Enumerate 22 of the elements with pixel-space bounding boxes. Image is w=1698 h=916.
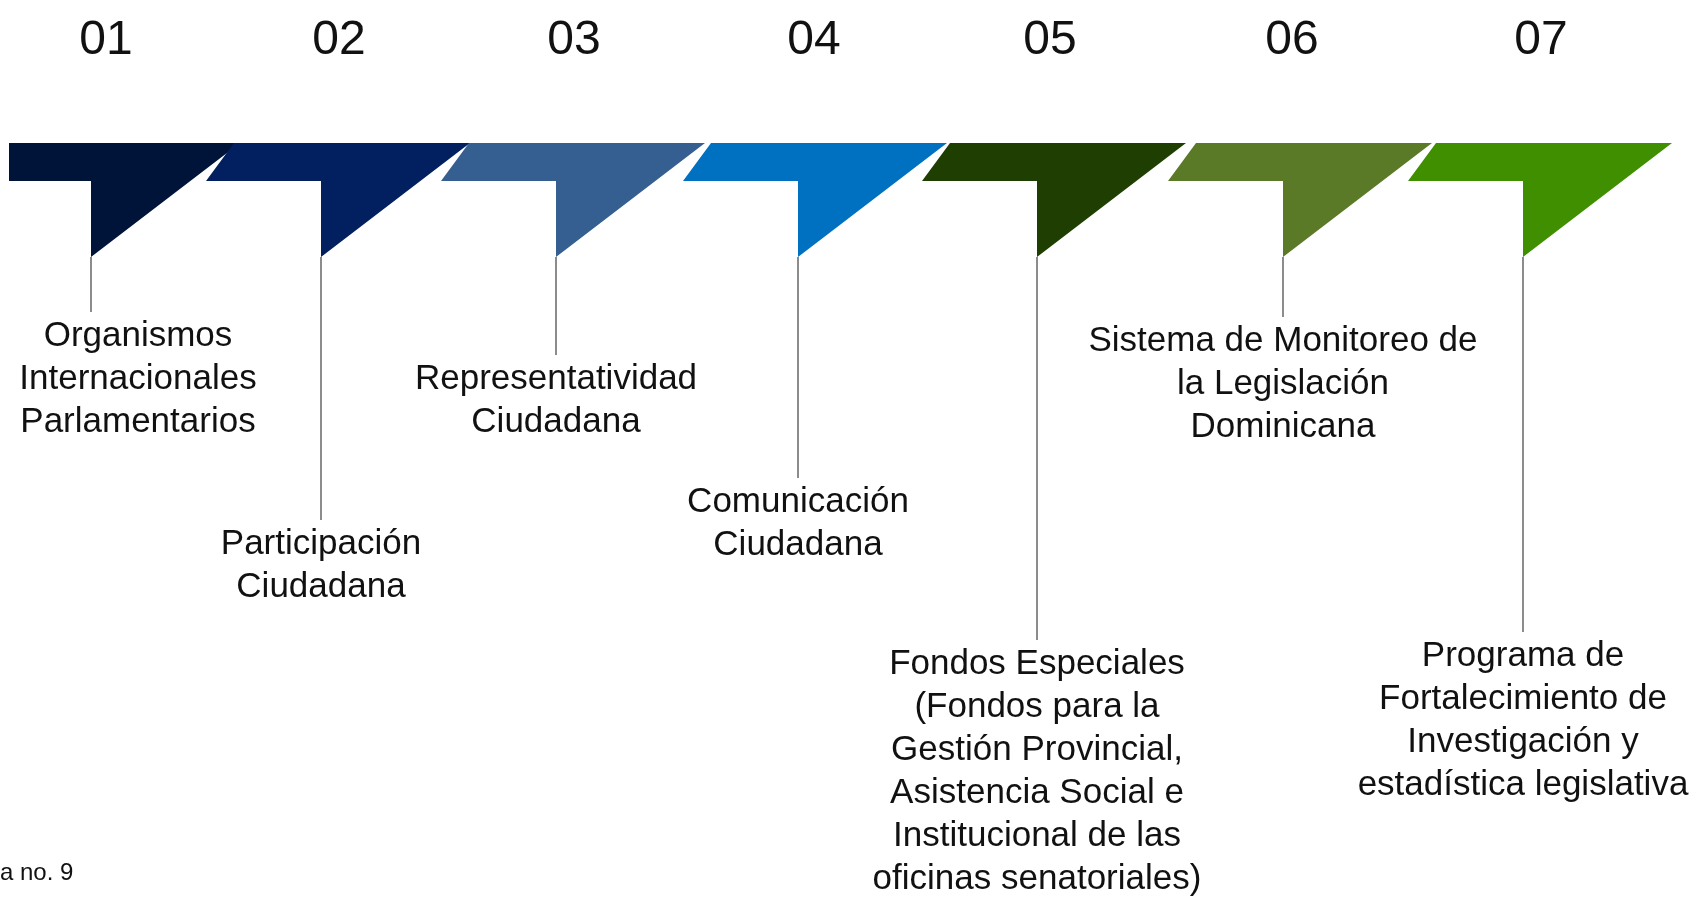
step-label: Participación Ciudadana (219, 521, 423, 606)
step-number: 06 (1264, 10, 1320, 66)
step-label: Organismos Internacionales Parlamentarios (18, 313, 258, 441)
caption: a no. 9 (0, 858, 74, 886)
step-number: 01 (78, 10, 134, 66)
step-label: Fondos Especiales (Fondos para la Gestión Provincial, Asistencia Social e Institucional de las oficinas senatoriales) (871, 641, 1203, 898)
leader-line (555, 256, 557, 356)
step-number: 02 (311, 10, 367, 66)
step-number: 04 (786, 10, 842, 66)
leader-line (1282, 256, 1284, 318)
step-label: Representatividad Ciudadana (413, 356, 699, 441)
leader-line (797, 256, 799, 479)
step-number: 07 (1513, 10, 1569, 66)
leader-line (320, 256, 322, 521)
step-label: Comunicación Ciudadana (686, 479, 910, 564)
step-label: Programa de Fortalecimiento de Investigación y estadística legislativa (1356, 633, 1690, 804)
leader-line (90, 256, 92, 313)
step-number: 03 (546, 10, 602, 66)
step-label: Sistema de Monitoreo de la Legislación Dominicana (1088, 318, 1478, 446)
step-number: 05 (1022, 10, 1078, 66)
leader-line (1522, 256, 1524, 633)
leader-line (1036, 256, 1038, 641)
